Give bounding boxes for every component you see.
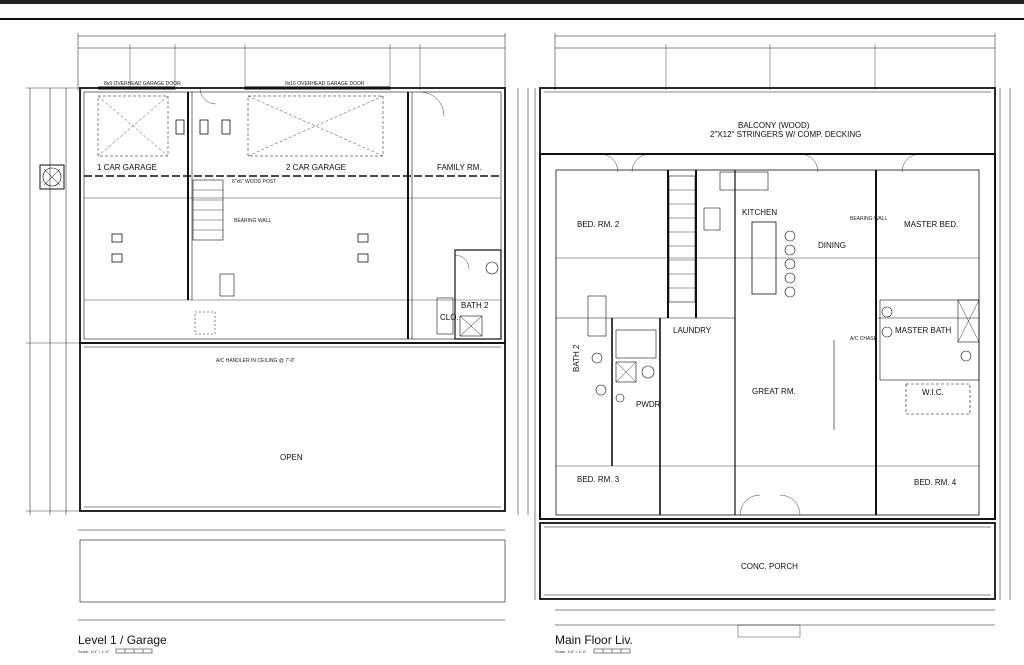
room-balcony: BALCONY (WOOD)	[738, 121, 810, 130]
room-2-car-garage: 2 CAR GARAGE	[286, 163, 346, 172]
room-bed-3: BED. RM. 3	[577, 475, 620, 484]
note-bearing-wall: BEARING WALL	[234, 218, 272, 224]
level1-title: Level 1 / Garage	[78, 633, 167, 647]
room-great: GREAT RM.	[752, 387, 796, 396]
room-family: FAMILY RM.	[437, 163, 482, 172]
level1-plan	[26, 33, 529, 621]
room-bed-4: BED. RM. 4	[914, 478, 957, 487]
note-door-2: 9x16 OVERHEAD GARAGE DOOR	[285, 81, 365, 87]
room-laundry: LAUNDRY	[673, 326, 712, 335]
room-bed-2: BED. RM. 2	[577, 220, 620, 229]
room-master-bed: MASTER BED.	[904, 220, 958, 229]
top-toolbar-strip	[0, 0, 1024, 20]
main-floor-plan	[534, 33, 1011, 638]
level1-scale-bar	[115, 648, 153, 654]
room-porch: CONC. PORCH	[741, 562, 798, 571]
room-powder: PWDR	[636, 400, 661, 409]
note-post: 6"x6" WOOD POST	[232, 179, 276, 185]
room-kitchen: KITCHEN	[742, 208, 777, 217]
room-open: OPEN	[280, 453, 303, 462]
main-floor-title: Main Floor Liv.	[555, 633, 633, 647]
room-wic: W.I.C.	[922, 388, 944, 397]
room-master-bath: MASTER BATH	[895, 326, 952, 335]
room-balcony-note: 2"X12" STRINGERS W/ COMP. DECKING	[710, 130, 861, 139]
main-floor-scale-bar	[593, 648, 631, 654]
room-clo: CLO.	[440, 313, 459, 322]
top-toolbar-stripe	[0, 0, 1024, 4]
room-bath-2: BATH 2	[572, 344, 581, 372]
room-1-car-garage: 1 CAR GARAGE	[97, 163, 157, 172]
room-dining: DINING	[818, 241, 846, 250]
room-bath: BATH 2	[461, 301, 489, 310]
note-ac-handler: A/C HANDLER IN CEILING @ 7'-0"	[216, 358, 295, 364]
note-bearing-wall-main: BEARING WALL	[850, 216, 888, 222]
note-door-1: 8x9 OVERHEAD GARAGE DOOR	[104, 81, 181, 87]
note-ac-chase: A/C CHASE	[850, 336, 878, 342]
level1-scale: Scale: 1/4" = 1'-0"	[78, 649, 110, 654]
main-floor-scale: Scale: 1/4" = 1'-0"	[555, 649, 587, 654]
